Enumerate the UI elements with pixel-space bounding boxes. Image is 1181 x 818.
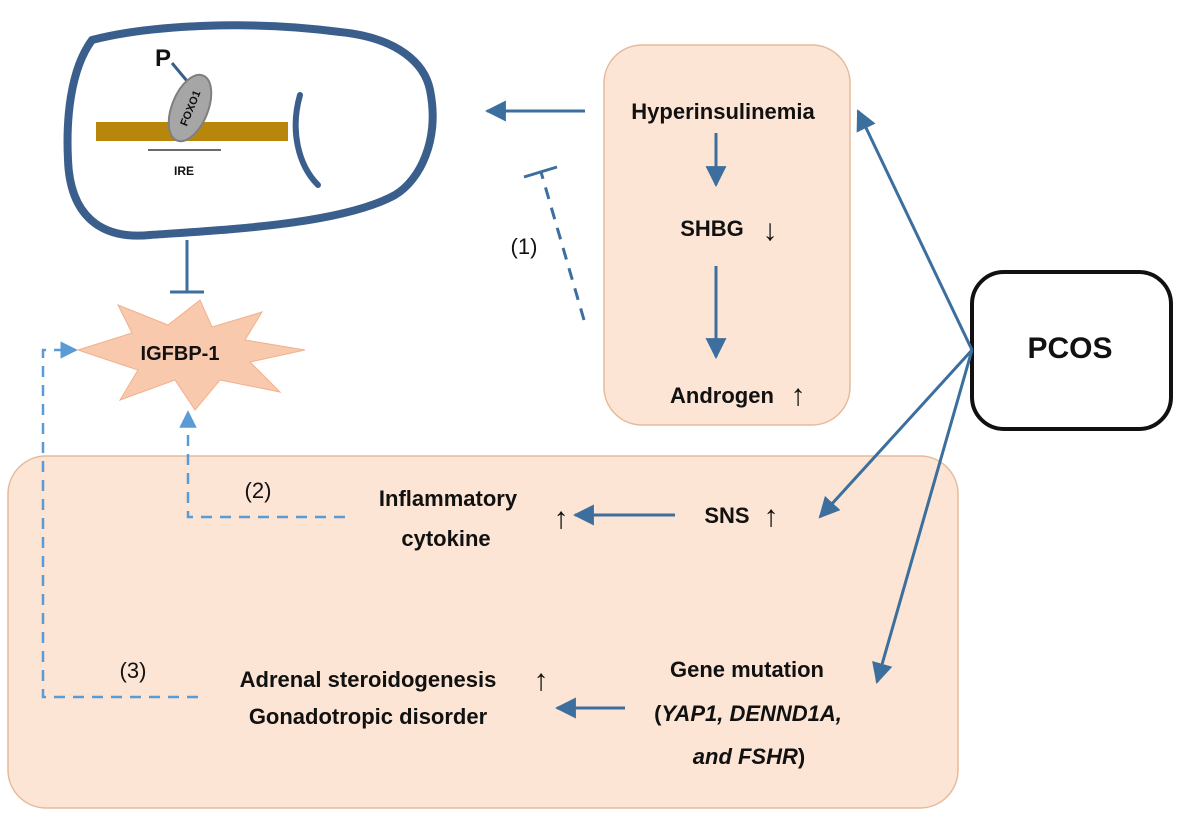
pcos-to-hyperinsulinemia-arrow — [856, 109, 974, 351]
inflammatory-up-arrow-glyph: ↑ — [554, 502, 569, 535]
liver-icon — [63, 21, 437, 240]
gene-list-line1: YAP1, DENND1A, — [661, 701, 842, 726]
liver-lobe-divider — [292, 92, 321, 188]
gene-mutation-label-line2: (YAP1, DENND1A, — [654, 701, 842, 726]
gene-list-line2: and FSHR — [693, 744, 798, 769]
pcos-to-sns-arrow — [818, 348, 974, 519]
bottom-pathway-box — [7, 455, 959, 809]
sns-label: SNS — [704, 503, 749, 528]
gene-close-paren: ) — [798, 744, 805, 769]
pathway-3-label: (3) — [120, 658, 147, 683]
androgen-label: Androgen — [670, 383, 774, 408]
shbg-label: SHBG — [680, 216, 744, 241]
phospho-bond — [170, 62, 189, 82]
pathway-1-inhibit-bar — [523, 165, 558, 179]
pcos-label: PCOS — [1027, 332, 1112, 365]
inflammatory-label-line2: cytokine — [401, 526, 490, 551]
top-pathway-box — [603, 44, 851, 426]
igfbp1-label: IGFBP-1 — [141, 343, 220, 365]
pcos-to-gene-mutation-arrow — [872, 349, 974, 685]
gene-open-paren: ( — [654, 701, 662, 726]
sns-up-arrow-glyph: ↑ — [764, 500, 779, 533]
pathway-2-dashed-arrow — [179, 410, 345, 519]
hyperinsulinemia-label: Hyperinsulinemia — [631, 99, 815, 124]
gene-mutation-label-line1: Gene mutation — [670, 657, 824, 682]
adrenal-label: Adrenal steroidogenesis — [240, 667, 497, 692]
gene-mutation-label-line3: and FSHR) — [693, 744, 805, 769]
pathway-2-label: (2) — [245, 478, 272, 503]
gonadotropic-label: Gonadotropic disorder — [249, 704, 488, 729]
pathway-1-dashed-inhibit — [539, 171, 586, 321]
shbg-down-arrow-glyph: ↓ — [763, 214, 778, 247]
inflammatory-label-line1: Inflammatory — [379, 486, 518, 511]
phospho-label: P — [155, 45, 171, 72]
pathway-1-label: (1) — [511, 234, 538, 259]
adrenal-up-arrow-glyph: ↑ — [534, 664, 549, 697]
foxo1-protein — [167, 73, 213, 143]
igfbp1-burst — [76, 299, 306, 411]
ire-label: IRE — [174, 164, 194, 178]
pathway-3-dashed-arrow — [41, 341, 198, 699]
androgen-up-arrow-glyph: ↑ — [791, 379, 806, 412]
